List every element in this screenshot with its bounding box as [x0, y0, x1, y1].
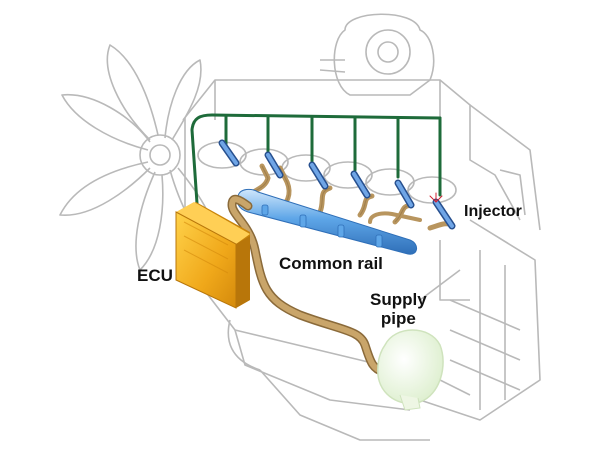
common-rail-label: Common rail: [279, 254, 383, 273]
supply-pipe-label-line2: pipe: [380, 309, 416, 328]
supply-pipe: [227, 194, 390, 377]
injector-3: [308, 161, 329, 190]
common-rail: [236, 188, 417, 255]
injector-label: Injector: [464, 203, 522, 220]
supply-pipe-label-line1: Supply: [370, 290, 427, 309]
injector-2: [264, 151, 284, 179]
wiring-harness: [190, 113, 442, 220]
ecu-unit: [175, 202, 250, 309]
ecu-label: ECU: [137, 266, 173, 285]
injector-5: [394, 179, 415, 209]
supply-pipe-label: Supply pipe: [370, 290, 427, 328]
engine-outline: [59, 13, 541, 441]
injectors: [218, 139, 456, 230]
supply-pump: [377, 329, 444, 411]
injector-4: [350, 170, 371, 199]
spray-icon: [429, 192, 443, 203]
injector-1: [218, 139, 240, 167]
injector-6: [429, 192, 456, 230]
